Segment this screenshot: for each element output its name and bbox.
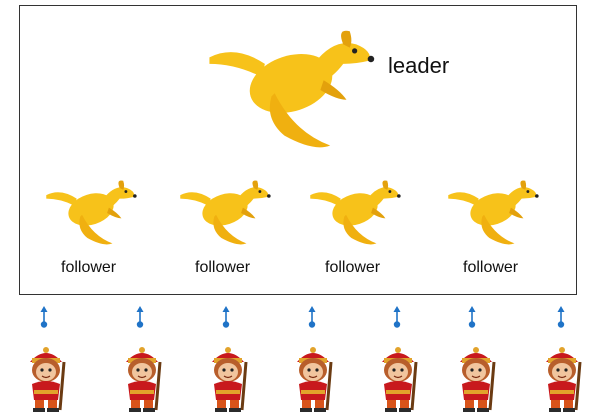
follower-kangaroo-icon (46, 180, 137, 245)
arrow-up-icon (307, 306, 317, 328)
follower-label: follower (325, 259, 381, 276)
monkey-king-icon (28, 345, 66, 412)
monkey-king-icon (544, 345, 582, 412)
follower-kangaroo-icon (310, 180, 401, 245)
follower-label: follower (61, 259, 117, 276)
formation-frame (19, 5, 577, 295)
monkey-king-icon (210, 345, 248, 412)
monkey-king-icon (380, 345, 418, 412)
arrow-up-icon (392, 306, 402, 328)
monkey-king-icon (124, 345, 162, 412)
follower-kangaroo-icon (448, 180, 539, 245)
follower-label: follower (463, 259, 519, 276)
follower-kangaroo-icon (180, 180, 271, 245)
arrow-up-icon (556, 306, 566, 328)
follower-label: follower (195, 259, 251, 276)
arrow-up-icon (467, 306, 477, 328)
monkey-king-icon (458, 345, 496, 412)
arrow-up-icon (221, 306, 231, 328)
leader-kangaroo-icon (209, 30, 375, 148)
monkey-king-icon (295, 345, 333, 412)
leader-label: leader (388, 53, 450, 78)
arrow-up-icon (39, 306, 49, 328)
arrow-up-icon (135, 306, 145, 328)
